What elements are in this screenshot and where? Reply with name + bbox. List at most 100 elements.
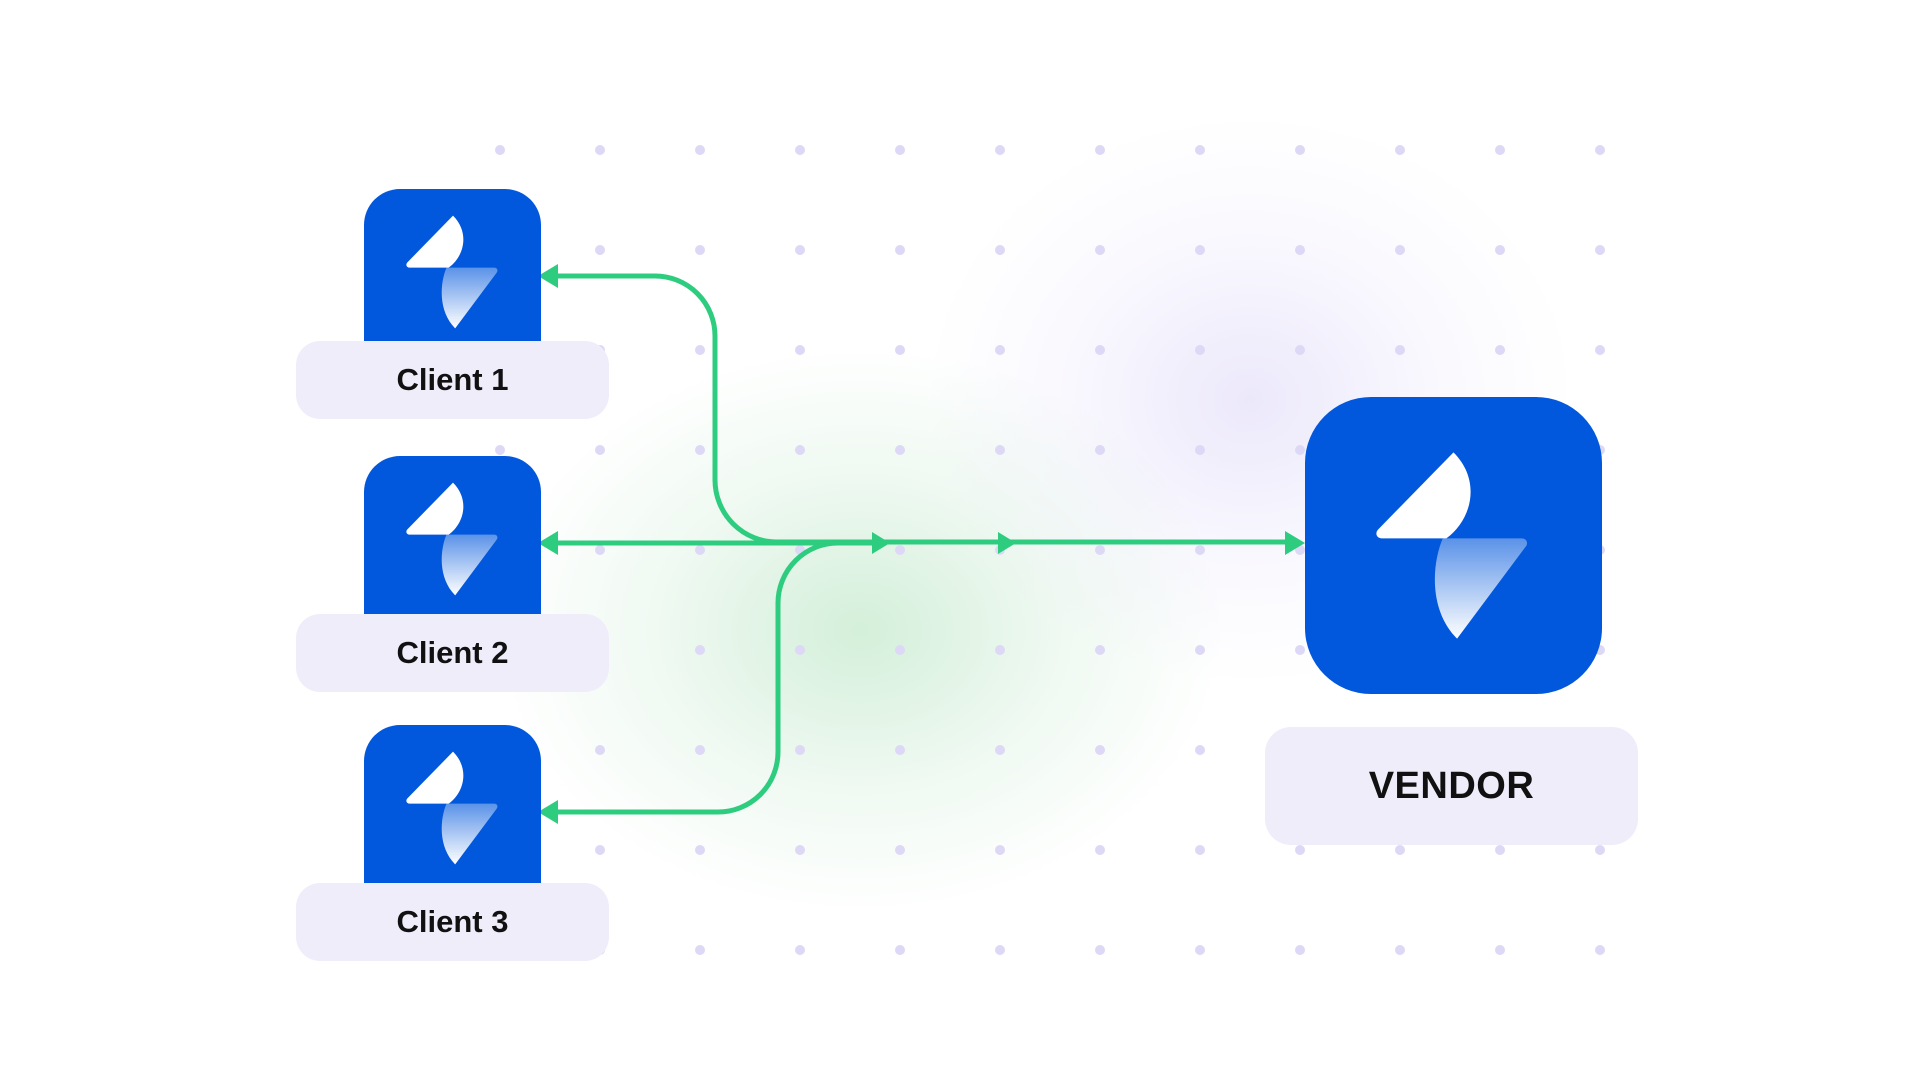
grid-dot: [1295, 845, 1305, 855]
grid-dot: [1095, 445, 1105, 455]
grid-dot: [1095, 345, 1105, 355]
grid-dot: [795, 745, 805, 755]
client-3-label: Client 3: [296, 883, 609, 961]
grid-dot: [1495, 345, 1505, 355]
grid-dot: [695, 445, 705, 455]
background-glow-green: [500, 350, 1220, 910]
grid-dot: [895, 845, 905, 855]
grid-dot: [695, 745, 705, 755]
grid-dot: [595, 545, 605, 555]
grid-dot: [1095, 245, 1105, 255]
connector-client-1: [547, 273, 1293, 545]
grid-dot: [995, 345, 1005, 355]
grid-dot: [1195, 945, 1205, 955]
grid-dot: [795, 345, 805, 355]
arrowhead-vendor: [1285, 531, 1305, 555]
grid-dot: [595, 245, 605, 255]
grid-dot: [895, 345, 905, 355]
client-3-tile: [364, 725, 541, 890]
grid-dot: [1195, 145, 1205, 155]
arrowhead-client-1: [538, 264, 558, 288]
grid-dot: [1195, 245, 1205, 255]
grid-dot: [795, 445, 805, 455]
grid-dot: [995, 645, 1005, 655]
grid-dot: [1595, 945, 1605, 955]
grid-dot: [1595, 845, 1605, 855]
grid-dot: [895, 645, 905, 655]
grid-dot: [995, 145, 1005, 155]
grid-dot: [995, 245, 1005, 255]
grid-dot: [1095, 845, 1105, 855]
client-3-label-text: Client 3: [396, 904, 509, 939]
grid-dot: [1595, 145, 1605, 155]
brand-logo-icon: [405, 215, 497, 328]
arrowhead-client-3: [538, 800, 558, 824]
grid-dot: [1395, 945, 1405, 955]
arrowhead-client-2: [538, 531, 558, 555]
grid-dot: [895, 245, 905, 255]
grid-dot: [495, 445, 505, 455]
grid-dot: [1295, 445, 1305, 455]
grid-dot: [1195, 445, 1205, 455]
grid-dot: [1295, 945, 1305, 955]
grid-dot: [795, 145, 805, 155]
grid-dot: [1395, 345, 1405, 355]
grid-dot: [1495, 145, 1505, 155]
client-1-label-text: Client 1: [396, 362, 509, 397]
flow-arrow-2: [998, 532, 1016, 554]
grid-dot: [895, 145, 905, 155]
grid-dot: [995, 445, 1005, 455]
grid-dot: [1395, 145, 1405, 155]
grid-dot: [695, 845, 705, 855]
grid-dot: [795, 945, 805, 955]
grid-dot: [995, 945, 1005, 955]
grid-dot: [495, 145, 505, 155]
client-1-label: Client 1: [296, 341, 609, 419]
grid-dot: [1095, 945, 1105, 955]
connector-client-3: [547, 540, 883, 815]
grid-dot: [795, 845, 805, 855]
grid-dot: [1595, 245, 1605, 255]
grid-dot: [895, 445, 905, 455]
brand-logo-icon: [1376, 452, 1528, 639]
grid-dot: [995, 745, 1005, 755]
grid-dot: [1595, 345, 1605, 355]
grid-dot: [895, 945, 905, 955]
grid-dot: [695, 945, 705, 955]
vendor-tile: [1305, 397, 1602, 694]
grid-dot: [895, 545, 905, 555]
grid-dot: [1495, 945, 1505, 955]
grid-dot: [995, 845, 1005, 855]
grid-dot: [1095, 145, 1105, 155]
client-2-label-text: Client 2: [396, 635, 509, 670]
grid-dot: [1495, 845, 1505, 855]
client-1-tile: [364, 189, 541, 354]
grid-dot: [1195, 345, 1205, 355]
grid-dot: [1195, 645, 1205, 655]
client-2-tile: [364, 456, 541, 621]
flow-arrow-1: [872, 532, 890, 554]
grid-dot: [1195, 845, 1205, 855]
grid-dot: [595, 845, 605, 855]
grid-dot: [1095, 545, 1105, 555]
grid-dot: [895, 745, 905, 755]
grid-dot: [1395, 245, 1405, 255]
grid-dot: [1495, 245, 1505, 255]
grid-dot: [695, 345, 705, 355]
grid-dot: [1195, 745, 1205, 755]
grid-dot: [795, 645, 805, 655]
grid-dot: [695, 645, 705, 655]
grid-dot: [1095, 645, 1105, 655]
grid-dot: [1095, 745, 1105, 755]
brand-logo-icon: [405, 482, 497, 595]
grid-dot: [595, 145, 605, 155]
grid-dot: [595, 745, 605, 755]
grid-dot: [1295, 345, 1305, 355]
brand-logo-icon: [405, 751, 497, 864]
grid-dot: [595, 445, 605, 455]
vendor-label: VENDOR: [1265, 727, 1638, 845]
grid-dot: [695, 545, 705, 555]
client-2-label: Client 2: [296, 614, 609, 692]
